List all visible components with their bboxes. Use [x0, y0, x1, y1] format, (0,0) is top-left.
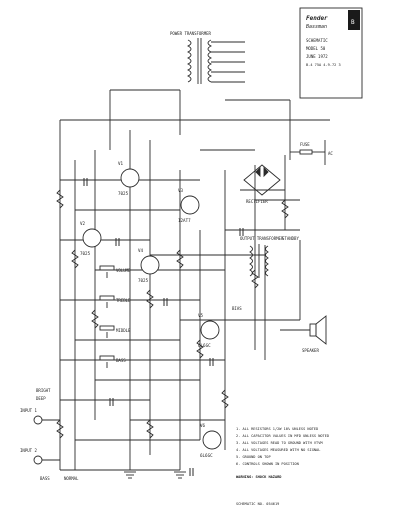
tube-v3-type: 12AT7	[178, 218, 191, 223]
power-transformer	[186, 38, 245, 84]
tube-v1-symbol	[120, 168, 140, 188]
tube-v2-type: 7025	[80, 251, 91, 256]
title-block-bar	[348, 10, 360, 30]
tube-v3-symbol	[180, 195, 200, 215]
title-line-1: SCHEMATIC	[306, 38, 328, 43]
bright-switch-label: BRIGHT	[36, 388, 51, 393]
title-line-4: B-4 75A 4-9-72 3	[306, 63, 341, 67]
tube-v4-symbol	[140, 255, 160, 275]
note-line-2: 2. ALL CAPACITOR VALUES IN MFD UNLESS NO…	[236, 434, 329, 438]
notes-block: 1. ALL RESISTORS 1/2W 10% UNLESS NOTED 2…	[236, 427, 329, 506]
rectifier-label: RECTIFIER	[246, 199, 268, 204]
standby-label: STANDBY	[282, 236, 299, 241]
middle-control-label: MIDDLE	[116, 328, 131, 333]
tube-v2-symbol	[82, 228, 102, 248]
ac-label: AC	[328, 151, 333, 156]
fuse-label: FUSE	[300, 142, 310, 147]
tube-v6-type: 6L6GC	[200, 453, 213, 458]
tube-v5-symbol	[200, 320, 220, 340]
potentiometers	[99, 265, 115, 368]
speaker-label: SPEAKER	[302, 348, 319, 353]
title-revision: B	[351, 19, 355, 26]
input-jacks	[33, 415, 60, 465]
title-line-2: MODEL 50	[306, 46, 326, 51]
tube-v5-label: V5	[198, 313, 204, 318]
note-line-1: 1. ALL RESISTORS 1/2W 10% UNLESS NOTED	[236, 427, 318, 431]
note-line-4: 4. ALL VOLTAGES MEASURED WITH NO SIGNAL	[236, 448, 320, 452]
tube-v6-symbol	[202, 430, 222, 450]
note-line-3: 3. ALL VOLTAGES READ TO GROUND WITH VTVM	[236, 441, 323, 445]
title-model: Bassman	[306, 24, 327, 30]
title-block: Fender Bassman B SCHEMATIC MODEL 50 JUNE…	[299, 7, 363, 99]
output-transformer-label: OUTPUT TRANSFORMER	[240, 236, 284, 241]
deep-switch-label: DEEP	[36, 396, 46, 401]
tube-labels: V1 7025 V2 7025 V3 12AT7 V4 7025 V5 6L6G…	[80, 161, 213, 458]
speaker-symbol	[309, 315, 327, 345]
tube-v5-type: 6L6GC	[198, 343, 211, 348]
input-2-label: INPUT 2	[20, 448, 37, 453]
ground-symbols	[124, 471, 186, 479]
title-line-3: JUNE 1972	[306, 54, 328, 59]
normal-channel-label: NORMAL	[64, 476, 79, 481]
fuse-and-ac	[290, 140, 326, 165]
volume-control-label: VOLUME	[116, 268, 131, 273]
resistors	[56, 189, 289, 439]
schematic-number: SCHEMATIC NO. 054619	[236, 502, 279, 506]
treble-control-label: TREBLE	[116, 298, 131, 303]
power-transformer-label: POWER TRANSFORMER	[170, 31, 212, 36]
title-brand: Fender	[306, 15, 328, 22]
tube-symbols	[82, 168, 222, 450]
tube-v2-label: V2	[80, 221, 86, 226]
tube-v1-type: 7025	[118, 191, 129, 196]
tube-v6-label: V6	[200, 423, 206, 428]
bias-label: BIAS	[232, 306, 242, 311]
capacitors	[83, 178, 244, 476]
rectifier-bridge	[243, 164, 281, 196]
tube-v1-label: V1	[118, 161, 124, 166]
tube-v3-label: V3	[178, 188, 184, 193]
tube-v4-label: V4	[138, 248, 144, 253]
wiring	[59, 89, 330, 471]
tube-v4-type: 7025	[138, 278, 149, 283]
bass-control-label: BASS	[116, 358, 126, 363]
input-1-label: INPUT 1	[20, 408, 37, 413]
note-warning: WARNING: SHOCK HAZARD	[236, 475, 281, 479]
note-line-6: 6. CONTROLS SHOWN IN POSITION	[236, 462, 299, 466]
note-line-5: 5. GROUND ON TOP	[236, 455, 271, 459]
output-transformer	[249, 244, 269, 278]
bass-channel-label: BASS	[40, 476, 50, 481]
